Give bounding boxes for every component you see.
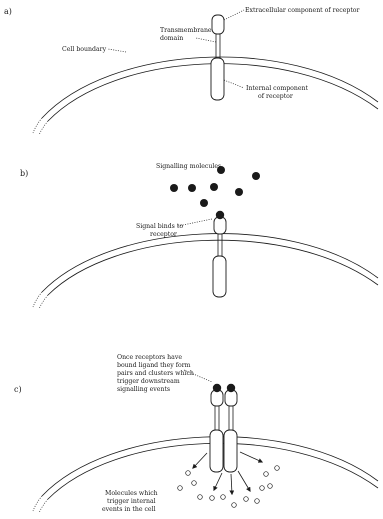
label-transmembrane-line1: Transmembrane [160,27,212,34]
internal-molecule [274,465,280,471]
membrane-inner-line [47,63,379,122]
cell-membrane-a [32,56,379,136]
cell-membrane-c [32,436,379,514]
label-extracellular-component: Extracellular component of receptor [245,7,360,14]
membrane-inner-line [47,239,379,296]
membrane-inner-line [47,442,379,500]
signalling-molecule [252,172,260,180]
receptor-pair [209,383,238,473]
membrane-dotted-end [32,495,43,512]
label-signal-binds-line2: receptor [150,231,177,238]
membrane-dotted-end [38,498,49,514]
label-molecules-line2: trigger internal [107,498,156,505]
internal-molecule [267,483,273,489]
receptor-internal-part [210,57,225,101]
bound-signal-molecule [215,210,225,220]
signalling-molecule [210,183,218,191]
label-clusters-line5: signalling events [117,386,170,393]
arrow [229,473,235,496]
signalling-molecule [235,188,243,196]
internal-molecule [243,496,249,502]
membrane-outer-line [41,233,379,293]
panel-a-letter: a) [4,7,12,16]
internal-molecule [197,494,203,500]
leader-clusters [183,369,213,383]
internal-molecule [254,498,260,504]
arrow [237,470,251,493]
internal-molecule [177,485,183,491]
receptor-extracellular-part [211,14,225,35]
internal-molecule [263,471,269,477]
label-molecules-line3: events in the cell [102,506,156,513]
panel-b-letter: b) [20,169,28,178]
arrow [213,472,223,492]
cell-membrane-b [32,233,379,310]
label-internal-line2: of receptor [258,93,293,100]
membrane-outer-line [41,436,379,497]
label-molecules-line1: Molecules which [105,490,158,497]
receptor-internal-part [223,429,238,473]
bound-signal-molecule [212,383,222,393]
panel-b: b) Signalling molecules Signal binds to … [20,163,379,310]
label-clusters-line1: Once receptors have [117,354,182,361]
membrane-dotted-end [38,120,49,136]
membrane-outer-line [41,56,379,119]
signalling-molecule [188,184,196,192]
panel-a: a) Extracellular component of receptor T… [4,7,379,136]
signalling-molecule [217,166,225,174]
internal-molecule [220,494,226,500]
bound-signal-molecule [226,383,236,393]
label-clusters-line3: pairs and clusters which [117,370,194,377]
leader-signal-binds [177,218,213,227]
label-clusters-line2: bound ligand they form [117,362,191,369]
leader-cell-boundary [107,48,127,53]
internal-molecule [191,480,197,486]
panel-c-letter: c) [14,385,22,394]
internal-molecule [209,495,215,501]
panel-c: c) Once receptors have bound ligand they… [14,354,379,514]
receptor-b [212,210,227,298]
leader-transmembrane [195,37,217,43]
leader-internal [223,79,245,89]
internal-molecule [259,485,265,491]
signalling-molecule [170,184,178,192]
signalling-arrows [192,451,264,496]
label-signalling-molecules: Signalling molecules [156,163,221,170]
membrane-dotted-end [32,117,43,134]
receptor-a [210,14,225,101]
label-cell-boundary: Cell boundary [62,46,107,53]
receptor-internal-part [212,255,227,298]
leader-extracellular [223,9,245,21]
receptor-extracellular-part [213,216,227,235]
label-internal-line1: Internal component [246,85,309,92]
receptor-extracellular-part [210,389,224,407]
arrow [192,452,208,469]
signalling-molecules [170,166,260,207]
internal-molecule [185,470,191,476]
internal-molecules [177,465,280,508]
membrane-dotted-end [38,294,49,310]
arrow [239,451,264,463]
label-transmembrane-line2: domain [160,35,183,42]
signalling-molecule [200,199,208,207]
receptor-internal-part [209,429,224,473]
internal-molecule [231,502,237,508]
membrane-dotted-end [32,291,43,308]
label-signal-binds-line1: Signal binds to [136,223,183,230]
label-clusters-line4: trigger downstream [117,378,180,385]
receptor-extracellular-part [224,389,238,407]
